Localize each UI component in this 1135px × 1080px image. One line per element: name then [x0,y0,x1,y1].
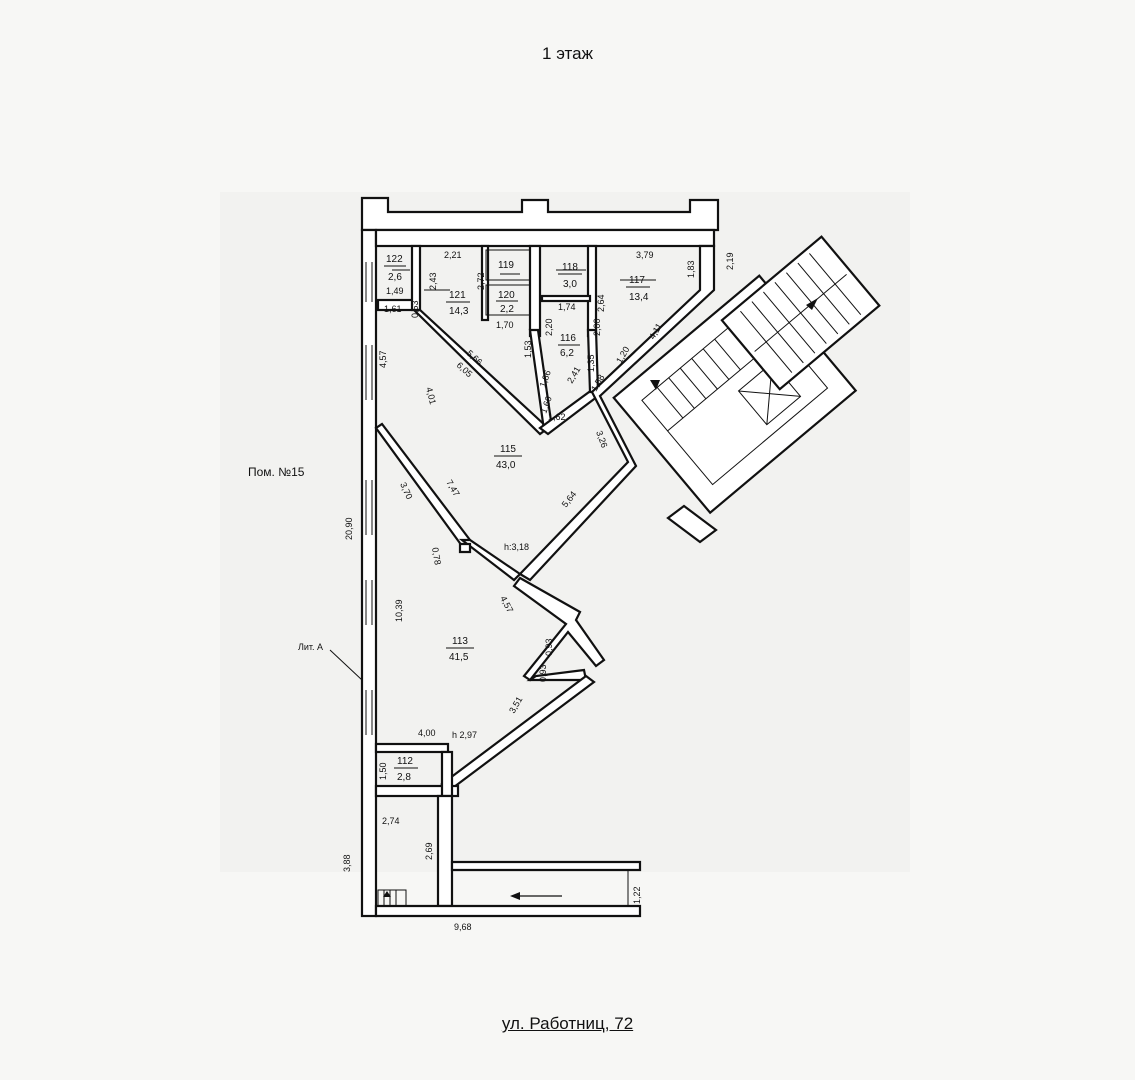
room-119: 119 [498,260,514,271]
dim-1-35: 1,35 [586,354,596,372]
dim-2-43: 2,43 [428,272,438,290]
pom-label: Пом. №15 [248,465,305,479]
small-rooms-walls [376,244,656,338]
dim-1-83: 1,83 [686,260,696,278]
svg-text:115: 115 [500,444,516,455]
dim-4-57: 4,57 [378,350,388,368]
svg-text:117: 117 [629,275,645,286]
dim-4-00: 4,00 [418,728,436,738]
dim-1-74: 1,74 [558,302,576,312]
dim-2-74: 2,74 [382,816,400,826]
right-diagonal-wall [518,244,716,582]
dim-1-61: 1,61 [384,304,402,314]
address-caption: ул. Работниц, 72 [501,1014,634,1033]
left-windows [365,262,373,735]
dim-1-49: 1,49 [386,286,404,296]
dim-3-79: 3,79 [636,250,654,260]
corridor-bottom-wall [374,904,642,918]
dim-1-70: 1,70 [496,320,514,330]
svg-text:2,8: 2,8 [397,772,411,783]
dim-2-20: 2,20 [544,318,554,336]
dim-3-88: 3,88 [342,854,352,872]
lit-label: Лит. А [298,642,323,652]
stair-arrow-upper [806,298,818,310]
stub [666,504,718,544]
dim-0-93: 0,93 [544,638,554,656]
dim-0-93b: 0,93 [538,664,548,682]
svg-text:112: 112 [397,756,413,767]
corridor-top-wall [450,860,642,872]
dim-20-90: 20,90 [344,517,354,540]
dim-2-72: 2,72 [476,272,486,290]
dim-9-68: 9,68 [454,922,472,932]
top-inner-wall [374,228,716,248]
svg-text:116: 116 [560,333,576,344]
svg-text:118: 118 [562,262,578,273]
dim-10-39: 10,39 [394,599,404,622]
dim-2-69: 2,69 [424,842,434,860]
height-label-1: h:3,18 [504,542,529,552]
page-title: 1 этаж [542,44,593,63]
dim-1-53: 1,53 [523,340,533,358]
room-113: 113 41,5 [446,636,474,663]
dim-2-21: 2,21 [444,250,462,260]
bump [526,668,588,682]
room-120: 120 2,2 [496,290,518,315]
svg-text:6,2: 6,2 [560,348,574,359]
room-118: 118 3,0 [558,262,582,290]
left-wall [360,228,378,918]
right-wall-113 [512,576,606,682]
wall-112-top [374,742,450,754]
lit-pointer [329,649,363,681]
svg-text:3,0: 3,0 [563,279,577,290]
svg-text:2,2: 2,2 [500,304,514,315]
dim-1-22: 1,22 [632,886,642,904]
svg-text:113: 113 [452,636,468,647]
room-112: 112 2,8 [394,756,418,783]
svg-text:14,3: 14,3 [449,306,469,317]
wall-112-bottom [374,784,460,798]
staircase-outer [720,235,881,391]
dim-4-01: 4,01 [424,386,438,405]
height-label-2: h 2,97 [452,730,477,740]
corridor-arrow [510,892,562,900]
room-115: 115 43,0 [494,444,522,471]
mid-diagonal-wall-2 [458,538,522,582]
svg-text:2,6: 2,6 [388,272,402,283]
dim-0-78: 0,78 [430,547,443,566]
room-121: 121 14,3 [446,290,470,317]
column [458,542,472,554]
svg-text:13,4: 13,4 [629,292,649,303]
svg-text:122: 122 [386,254,403,265]
room-116: 116 6,2 [558,333,580,359]
dim-2-19: 2,19 [725,252,735,270]
room-122: 122 2,6 [384,254,406,283]
wall-112-right [440,750,454,798]
room-117: 117 13,4 [626,275,650,303]
svg-text:121: 121 [449,290,466,301]
svg-text:120: 120 [498,290,515,301]
dim-2-00: 2,00 [592,318,602,336]
stair-arrow-lower [650,380,660,390]
top-wall [360,196,720,232]
dim-1-62: 1,62 [548,412,566,422]
stairs-bottom [377,889,407,907]
dim-1-50: 1,50 [378,762,388,780]
corridor-left-wall [436,794,454,908]
dim-2-64: 2,64 [596,294,606,312]
svg-text:41,5: 41,5 [449,652,469,663]
svg-text:43,0: 43,0 [496,460,516,471]
dim-0-53: 0,53 [410,300,420,318]
